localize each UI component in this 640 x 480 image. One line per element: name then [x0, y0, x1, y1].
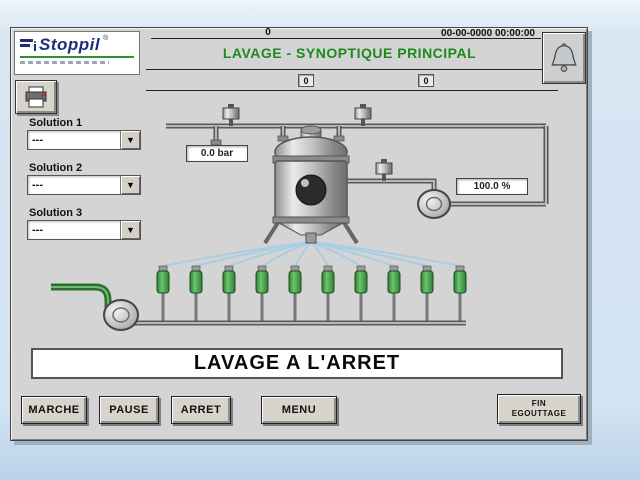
indicator-box-left: 0 — [298, 74, 314, 87]
dropdown-arrow-icon[interactable]: ▼ — [120, 176, 140, 194]
counter-indicator: 0 — [265, 27, 271, 38]
print-icon — [25, 86, 47, 108]
header-divider-top — [151, 38, 541, 39]
solution1-label: Solution 1 — [29, 117, 89, 131]
pressure-readout: 0.0 bar — [186, 145, 248, 162]
wash-tank — [263, 125, 359, 245]
solution3-value: --- — [32, 224, 43, 236]
pause-button[interactable]: PAUSE — [99, 396, 159, 424]
logo-underline — [20, 56, 134, 58]
nozzle — [321, 265, 335, 294]
fin-egouttage-line2: EGOUTTAGE — [511, 409, 567, 418]
nozzle — [288, 265, 302, 294]
valve-top-left — [222, 104, 240, 126]
nozzle — [222, 265, 236, 294]
logo-tagline — [20, 61, 109, 64]
nozzle-stems — [161, 292, 462, 324]
spray-lines — [162, 241, 461, 267]
nozzle — [156, 265, 170, 294]
solution3-label: Solution 3 — [29, 207, 89, 221]
pump-left — [103, 299, 139, 331]
solution1-value: --- — [32, 134, 43, 146]
nozzle — [189, 265, 203, 294]
logo-icon — [20, 39, 36, 51]
supply-pipe — [51, 283, 112, 310]
pump-right — [417, 189, 451, 219]
solution1-select[interactable]: --- ▼ — [27, 130, 141, 150]
brand-name: Stoppil — [39, 35, 101, 54]
marche-button[interactable]: MARCHE — [21, 396, 87, 424]
solution3-select[interactable]: --- ▼ — [27, 220, 141, 240]
fin-egouttage-line1: FIN — [531, 398, 547, 408]
arret-button[interactable]: ARRET — [171, 396, 231, 424]
speed-readout: 100.0 % — [456, 178, 528, 195]
nozzle — [354, 265, 368, 294]
valve-return — [375, 159, 393, 181]
registered-mark: ® — [103, 35, 109, 42]
solution2-select[interactable]: --- ▼ — [27, 175, 141, 195]
solution2-value: --- — [32, 179, 43, 191]
spray-nozzles — [156, 265, 467, 294]
print-button[interactable] — [15, 80, 57, 114]
indicator-box-right: 0 — [418, 74, 434, 87]
nozzle — [453, 265, 467, 294]
valve-top-right — [354, 104, 372, 126]
datetime-display: 00-00-0000 00:00:00 — [441, 28, 535, 39]
menu-button[interactable]: MENU — [261, 396, 337, 424]
alarm-button[interactable] — [542, 32, 586, 84]
header-divider-low — [146, 90, 558, 91]
dropdown-arrow-icon[interactable]: ▼ — [120, 131, 140, 149]
nozzle — [255, 265, 269, 294]
dropdown-arrow-icon[interactable]: ▼ — [120, 221, 140, 239]
nozzle — [387, 265, 401, 294]
status-message: LAVAGE A L'ARRET — [31, 348, 563, 379]
header-divider-mid — [146, 69, 558, 70]
solution2-label: Solution 2 — [29, 162, 89, 176]
hmi-window: Stoppil ® 0 00-00-0000 00:00:00 LAVAGE -… — [10, 27, 588, 441]
nozzle — [420, 265, 434, 294]
bell-icon — [551, 43, 577, 72]
brand-logo: Stoppil ® — [14, 31, 140, 75]
fin-egouttage-button[interactable]: FIN EGOUTTAGE — [497, 394, 581, 424]
page-title: LAVAGE - SYNOPTIQUE PRINCIPAL — [222, 45, 477, 61]
